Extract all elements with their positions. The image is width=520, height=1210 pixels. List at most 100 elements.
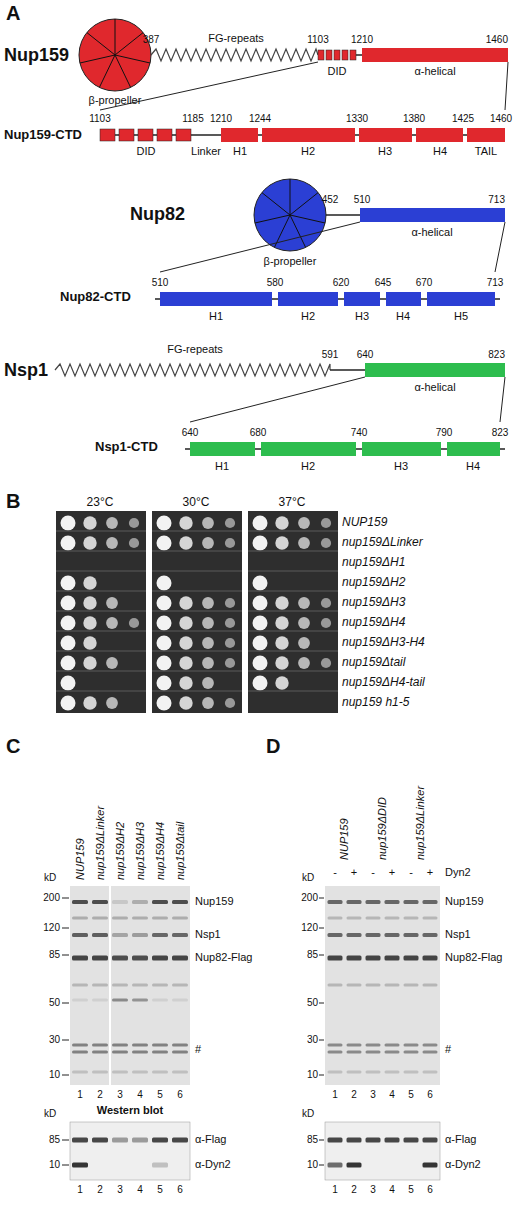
yeast-spot-part: [275, 616, 288, 629]
lane-number: 1: [77, 1089, 83, 1101]
gel-band-part: [132, 1044, 148, 1047]
protein-name: Nsp1: [4, 360, 48, 381]
gel-d-part-part: [319, 928, 324, 929]
yeast-spot-part: [225, 698, 235, 708]
gel-band-part: [152, 933, 168, 937]
gel-c-part-part: [62, 898, 69, 899]
gel-band-part: [72, 1044, 88, 1047]
yeast-spot-part: [321, 518, 331, 528]
gel-band-part: [72, 1163, 88, 1168]
gel-d-part-part: [319, 1140, 324, 1141]
residue-number: 713: [487, 277, 504, 289]
yeast-spot-part: [248, 551, 338, 552]
nup82-domains: [160, 179, 505, 272]
gel-c-part: [70, 1122, 190, 1180]
lane-number: 3: [370, 1184, 376, 1196]
gel-d-part-part: [319, 1075, 324, 1076]
yeast-spot-part: [179, 696, 192, 709]
lane-label: nup159ΔH3: [134, 822, 147, 880]
gel-band-part: [347, 956, 362, 961]
band-label: +: [351, 866, 357, 879]
domain-label: H1: [233, 145, 247, 158]
band-label: -: [333, 866, 337, 879]
band-label: Nsp1: [195, 928, 221, 941]
spot-assay-plates-part: [152, 511, 242, 713]
gel-band-part: [328, 1071, 343, 1074]
yeast-spot-part: [179, 516, 192, 529]
gel-band-part: [328, 956, 343, 961]
lane-number: 4: [389, 1184, 395, 1196]
yeast-spot-part: [248, 691, 338, 692]
lane-number: 5: [408, 1184, 414, 1196]
gel-band-part: [347, 1051, 362, 1054]
domain-label: H5: [454, 310, 468, 323]
domain-label: DID: [137, 145, 156, 158]
domain-label: β-propeller: [89, 94, 142, 107]
gel-band-part: [92, 1071, 108, 1074]
yeast-spot-part: [225, 638, 235, 648]
lane-label: nup159ΔLinker: [94, 806, 107, 880]
band-label: #: [195, 1043, 201, 1056]
gel-d-part-part: [319, 1165, 324, 1166]
yeast-spot-part: [202, 657, 214, 669]
nup159-ctd-bar-part: [176, 129, 191, 141]
yeast-spot-part: [152, 591, 242, 592]
marker-size: 30: [49, 1034, 60, 1046]
band-label: Nup159: [195, 895, 234, 908]
nup159-domains-part: [334, 50, 340, 60]
domain-label: H4: [466, 460, 480, 473]
yeast-spot-part: [83, 696, 96, 709]
domain-label: TAIL: [475, 145, 497, 158]
gel-band-part: [112, 917, 128, 920]
band-label: +: [389, 866, 395, 879]
gel-band-part: [385, 900, 400, 904]
gel-band-part: [132, 1071, 148, 1074]
gel-d-part-part: [319, 1040, 324, 1041]
nup159-domains-part: [362, 48, 508, 62]
yeast-spot-part: [83, 656, 96, 669]
yeast-spot-part: [321, 658, 331, 668]
yeast-spot-part: [83, 576, 96, 589]
gel-band-part: [385, 1044, 400, 1047]
residue-number: 387: [143, 34, 160, 46]
residue-number: 740: [351, 427, 368, 439]
gel-band-part: [172, 999, 188, 1002]
yeast-spot-part: [129, 538, 139, 548]
gel-d-part: [325, 1122, 440, 1180]
marker-size: 10: [49, 1069, 60, 1081]
residue-number: 823: [488, 349, 505, 361]
yeast-spot-part: [56, 671, 146, 672]
strain-label: nup159ΔLinker: [342, 536, 423, 550]
gel-band-part: [172, 917, 188, 920]
gel-band-part: [328, 900, 343, 904]
band-label: -: [409, 866, 413, 879]
yeast-spot-part: [253, 636, 268, 651]
gel-band-part: [132, 999, 148, 1002]
gel-band-part: [423, 1051, 438, 1054]
gel-band-part: [92, 933, 108, 937]
yeast-spot-part: [152, 571, 242, 572]
gel-d: [319, 886, 440, 1180]
nsp1-domains: [55, 363, 505, 422]
domain-label: H3: [394, 460, 408, 473]
gel-band-part: [385, 917, 400, 920]
gel-band-part: [347, 984, 362, 987]
yeast-spot-part: [202, 617, 214, 629]
gel-band-part: [347, 917, 362, 920]
yeast-spot-part: [106, 517, 118, 529]
yeast-spot-part: [152, 631, 242, 632]
gel-band-part: [92, 1051, 108, 1054]
marker-size: kD: [44, 872, 56, 884]
gel-band-part: [172, 1071, 188, 1074]
yeast-spot-part: [298, 517, 310, 529]
lane-number: 3: [370, 1089, 376, 1101]
yeast-spot-part: [179, 636, 192, 649]
marker-size: 200: [43, 892, 60, 904]
yeast-spot-part: [248, 671, 338, 672]
yeast-spot-part: [152, 651, 242, 652]
gel-band-part: [112, 1138, 128, 1143]
nsp1-domains-part: [365, 363, 505, 377]
lane-label: nup159Δtail: [174, 822, 187, 880]
gel-band-part: [92, 1138, 108, 1143]
nup82-ctd-bar-part: [386, 292, 421, 306]
